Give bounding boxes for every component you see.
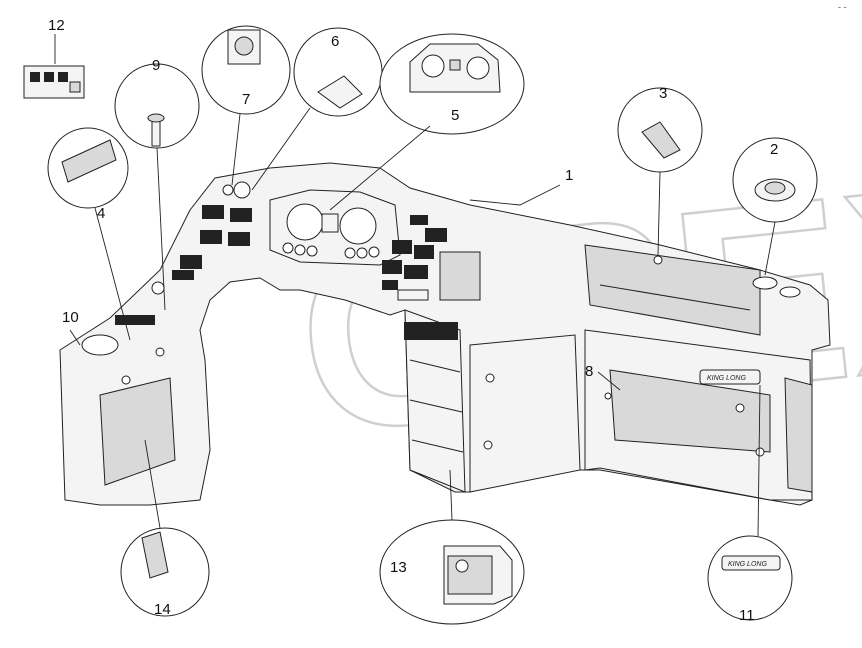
- part-6-detail: [251, 27, 383, 191]
- callout-5: 5: [451, 107, 459, 124]
- vent-right-2: [779, 286, 801, 298]
- leader-8: [597, 371, 621, 391]
- gauge-right: [339, 207, 377, 245]
- part-5-detail: [329, 33, 525, 211]
- cup-holder: [81, 334, 119, 356]
- dashboard-assembly: KING LONG: [59, 162, 831, 506]
- left-console-switches: [115, 315, 155, 325]
- callout-12: 12: [48, 17, 65, 34]
- left-storage-pocket: [99, 377, 176, 486]
- part-7-detail: [201, 25, 291, 186]
- callout-3: 3: [659, 85, 667, 102]
- part-2-detail: [732, 137, 818, 276]
- callout-11: 11: [739, 607, 755, 624]
- callout-13: 13: [390, 559, 407, 576]
- callout-10: 10: [62, 309, 79, 326]
- part-14-detail: [120, 439, 210, 617]
- callout-7: 7: [242, 91, 250, 108]
- part-11-badge-text: KING LONG: [728, 561, 767, 568]
- leader-10: [69, 329, 81, 346]
- cluster-small-gauges: [282, 242, 380, 259]
- callout-6: 6: [331, 33, 339, 50]
- callout-9: 9: [152, 57, 160, 74]
- center-label: [397, 289, 429, 301]
- center-display: [439, 251, 481, 301]
- callout-2: 2: [770, 141, 778, 158]
- vent-right-1: [752, 276, 778, 290]
- callout-14: 14: [154, 601, 171, 618]
- callout-4: 4: [97, 205, 105, 222]
- switch-bank-right: [382, 215, 458, 340]
- part-3-detail: [617, 87, 703, 256]
- part-12-switch-panel: [23, 65, 85, 99]
- dashboard-badge: [699, 369, 761, 385]
- leader-1: [469, 184, 561, 206]
- dashboard-badge-text: KING LONG: [707, 375, 746, 382]
- callout-8: 8: [585, 363, 593, 380]
- callout-1: 1: [565, 167, 573, 184]
- cluster-display: [321, 213, 339, 233]
- mirror-joystick-mount: [233, 181, 251, 199]
- vent-top-left: [222, 184, 234, 196]
- part-4-detail: [47, 127, 131, 341]
- part-11-detail: KING LONG: [707, 384, 793, 621]
- switch-bank-left: [172, 205, 252, 280]
- part-13-detail: [379, 469, 525, 625]
- corner-mark: - -: [838, 2, 847, 12]
- part-9-detail: [114, 63, 200, 311]
- gauge-left: [286, 203, 324, 241]
